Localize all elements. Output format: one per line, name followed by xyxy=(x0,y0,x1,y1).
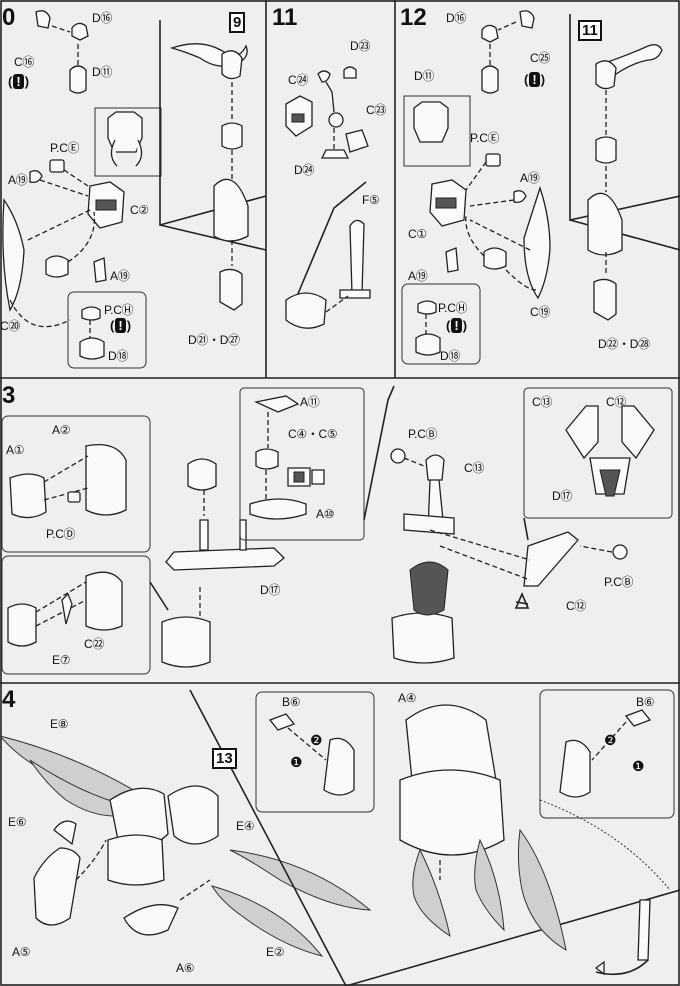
label: A② xyxy=(52,423,71,437)
label: D⑱ xyxy=(440,349,461,363)
warning-mark: (!) xyxy=(446,318,468,333)
step-number-13: 3 xyxy=(2,382,16,409)
label: P.CⒷ xyxy=(604,575,634,589)
label: C㉓ xyxy=(366,103,387,117)
label: C⑯ xyxy=(14,55,35,69)
label: A⑩ xyxy=(316,507,335,521)
step10-art xyxy=(2,10,267,369)
label: A④ xyxy=(398,691,417,705)
label: A⑲ xyxy=(110,269,130,283)
label: P.CⒽ xyxy=(104,303,134,317)
label: B⑥ xyxy=(636,695,655,709)
step-number-12: 12 xyxy=(400,4,427,31)
label: E④ xyxy=(236,819,255,833)
ref-step-11: 11 xyxy=(578,20,602,41)
step11-art xyxy=(285,66,371,329)
label: P.CⒹ xyxy=(46,527,76,541)
warning-mark: (!) xyxy=(110,318,132,333)
label: P.CⒺ xyxy=(50,141,80,155)
label: E⑦ xyxy=(52,653,71,667)
label: D⑪ xyxy=(414,69,435,83)
label: C④・C⑤ xyxy=(288,427,338,441)
label: A⑲ xyxy=(520,171,540,185)
label: F⑤ xyxy=(362,193,380,207)
warning-mark: (!) xyxy=(8,74,30,89)
label: A⑪ xyxy=(300,395,320,409)
label: A⑥ xyxy=(176,961,195,975)
exclamation-box-icon: ! xyxy=(13,74,24,89)
label: D⑱ xyxy=(108,349,129,363)
sequence-2: ❷ xyxy=(310,732,323,748)
label: C① xyxy=(408,227,427,241)
label: D⑰ xyxy=(260,583,281,597)
label: A⑲ xyxy=(408,269,428,283)
label: D㉔ xyxy=(294,163,315,177)
sequence-2: ❷ xyxy=(604,732,617,748)
label: D㉒・D㉘ xyxy=(598,337,650,351)
label: A⑲ xyxy=(8,173,28,187)
label: B⑥ xyxy=(282,695,301,709)
label: P.CⒺ xyxy=(470,131,500,145)
label: C㉔ xyxy=(288,73,309,87)
exclamation-box-icon: ! xyxy=(115,318,126,333)
sequence-1: ❶ xyxy=(290,754,303,770)
label: D⑯ xyxy=(446,11,467,25)
label: C⑲ xyxy=(530,305,551,319)
ref-step-9: 9 xyxy=(229,12,246,33)
label: D⑪ xyxy=(92,65,113,79)
label: E⑧ xyxy=(50,717,69,731)
label: D㉓ xyxy=(350,39,371,53)
label: C⑫ xyxy=(606,395,627,409)
step14-art xyxy=(0,689,680,986)
ref-step-13: 13 xyxy=(212,748,237,769)
step-number-10: 0 xyxy=(2,4,16,31)
label: D⑰ xyxy=(552,489,573,503)
label: A⑤ xyxy=(12,945,31,959)
label: C㉕ xyxy=(530,51,551,65)
step-number-14: 4 xyxy=(2,686,16,713)
label: E⑥ xyxy=(8,815,27,829)
step13-art xyxy=(1,385,673,675)
label: P.CⒷ xyxy=(408,427,438,441)
step12-art xyxy=(401,10,680,365)
label: C⑳ xyxy=(0,319,21,333)
label: A① xyxy=(6,443,25,457)
warning-mark: (!) xyxy=(524,72,546,87)
exclamation-box-icon: ! xyxy=(451,318,462,333)
label: C⑫ xyxy=(566,599,587,613)
label: C⑬ xyxy=(532,395,553,409)
label: C⑬ xyxy=(464,461,485,475)
label: P.CⒽ xyxy=(438,301,468,315)
label: C② xyxy=(130,203,149,217)
label: E② xyxy=(266,945,285,959)
step-number-11: 11 xyxy=(272,4,298,31)
label: D㉑・D㉗ xyxy=(188,333,240,347)
exclamation-box-icon: ! xyxy=(529,72,540,87)
sequence-1: ❶ xyxy=(632,758,645,774)
label: C㉒ xyxy=(84,637,105,651)
label: D⑯ xyxy=(92,11,113,25)
